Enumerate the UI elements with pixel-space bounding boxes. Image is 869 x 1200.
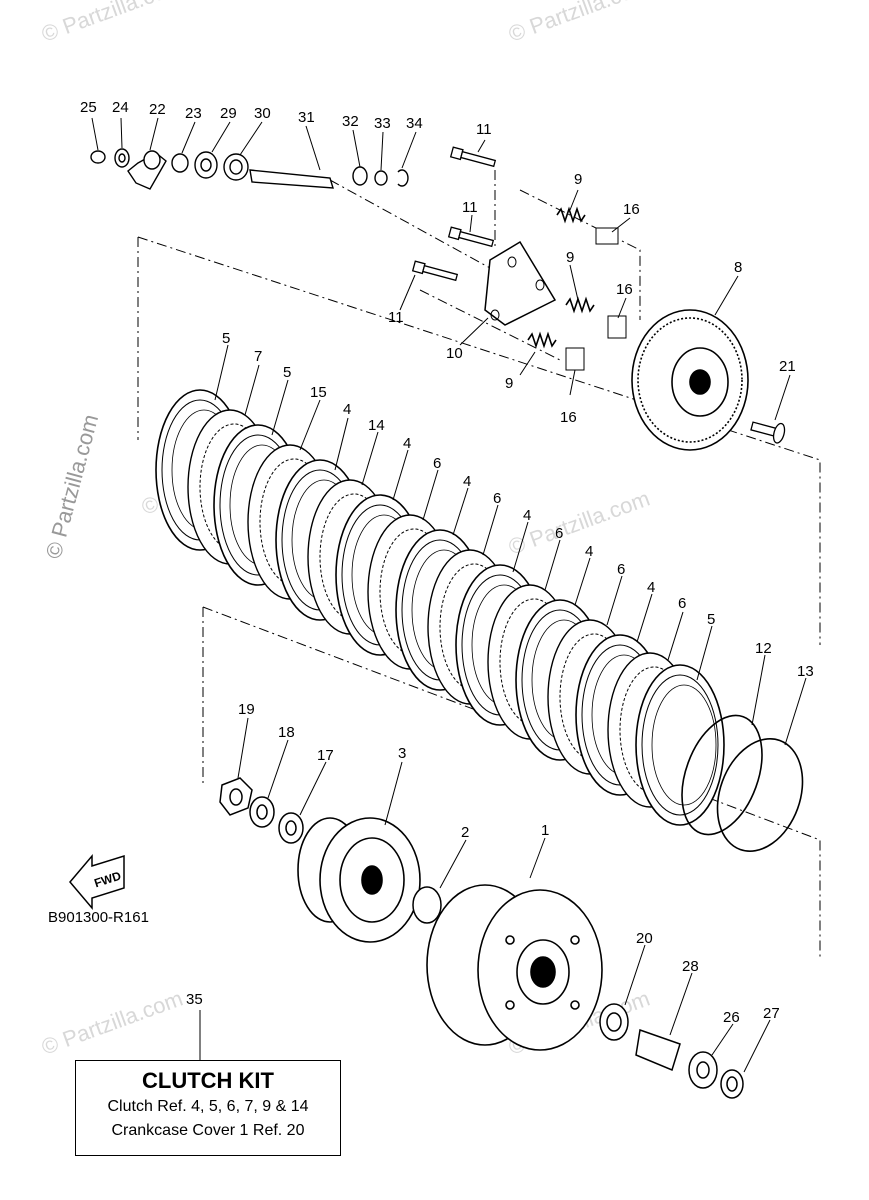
fwd-arrow-icon: FWD <box>69 853 125 911</box>
callout-4: 4 <box>585 543 593 560</box>
pressure-plate-part <box>631 309 749 451</box>
callout-4: 4 <box>463 473 471 490</box>
thrust-washer-part <box>412 886 442 924</box>
watermark: © Partzilla.com <box>41 412 104 562</box>
callout-27: 27 <box>763 1005 780 1022</box>
springs <box>527 208 627 371</box>
callout-11: 11 <box>462 199 478 216</box>
callout-labels: 25 24 22 23 29 30 31 32 33 34 11 11 11 1… <box>80 99 814 1026</box>
callout-26: 26 <box>723 1009 740 1026</box>
callout-11: 11 <box>388 309 404 326</box>
bearing-part <box>171 153 189 173</box>
callout-30: 30 <box>254 105 271 122</box>
callout-16: 16 <box>623 201 640 218</box>
callout-5: 5 <box>707 611 715 628</box>
kit-line-2: Crankcase Cover 1 Ref. 20 <box>111 1122 305 1139</box>
primary-driven-gear-part <box>426 884 603 1051</box>
callout-19: 19 <box>238 701 255 718</box>
callout-4: 4 <box>523 507 531 524</box>
callout-24: 24 <box>112 99 129 116</box>
bolt-part <box>449 146 497 168</box>
callout-3: 3 <box>398 745 406 762</box>
callout-5: 5 <box>283 364 291 381</box>
retainer-plate-part <box>484 240 557 326</box>
callout-18: 18 <box>278 724 295 741</box>
callout-4: 4 <box>403 435 411 452</box>
callout-25: 25 <box>80 99 97 116</box>
callout-6: 6 <box>678 595 686 612</box>
callout-31: 31 <box>298 109 315 126</box>
callout-12: 12 <box>755 640 772 657</box>
callout-9: 9 <box>505 375 513 392</box>
callout-13: 13 <box>797 663 814 680</box>
watermark: © Partzilla.com <box>38 0 186 47</box>
washer-part <box>374 170 388 186</box>
callout-7: 7 <box>254 348 262 365</box>
diagram-code: B901300-R161 <box>48 909 149 926</box>
leader-lines <box>91 117 807 1073</box>
holder-part <box>565 347 585 371</box>
hub-fasteners <box>219 777 304 844</box>
push-rod-shaft-part <box>249 169 334 189</box>
callout-17: 17 <box>317 747 334 764</box>
callout-11: 11 <box>476 121 492 138</box>
callout-20: 20 <box>636 930 653 947</box>
wire-ring-part <box>681 714 763 836</box>
bolts <box>411 146 786 444</box>
callout-28: 28 <box>682 958 699 975</box>
callout-23: 23 <box>185 105 202 122</box>
callout-1: 1 <box>541 822 549 839</box>
watermark: © Partzilla.com <box>505 0 653 47</box>
kit-line-1: Clutch Ref. 4, 5, 6, 7, 9 & 14 <box>107 1098 309 1115</box>
callout-6: 6 <box>617 561 625 578</box>
callout-32: 32 <box>342 113 359 130</box>
circlip-part <box>397 169 409 187</box>
kit-title: CLUTCH KIT <box>142 1068 274 1093</box>
callout-8: 8 <box>734 259 742 276</box>
release-shaft-group <box>90 148 409 190</box>
callout-35: 35 <box>186 991 203 1008</box>
callout-14: 14 <box>368 417 385 434</box>
spring-part <box>565 298 595 312</box>
callout-21: 21 <box>779 358 796 375</box>
callout-2: 2 <box>461 824 469 841</box>
callout-10: 10 <box>446 345 463 362</box>
callout-15: 15 <box>310 384 327 401</box>
callout-5: 5 <box>222 330 230 347</box>
wire-ring-part <box>716 738 804 852</box>
spring-part <box>556 208 586 222</box>
callout-6: 6 <box>433 455 441 472</box>
callout-9: 9 <box>574 171 582 188</box>
bolt-part <box>411 260 459 282</box>
callout-4: 4 <box>343 401 351 418</box>
spacer-part <box>635 1028 681 1072</box>
callout-33: 33 <box>374 115 391 132</box>
callout-34: 34 <box>406 115 423 132</box>
bolt-part <box>447 226 495 248</box>
bolt-part <box>750 421 786 444</box>
callout-6: 6 <box>493 490 501 507</box>
callout-6: 6 <box>555 525 563 542</box>
watermark: © Partzilla.com <box>38 986 186 1060</box>
bearing-spacer-group <box>599 1003 744 1099</box>
clutch-boss-part <box>297 817 421 943</box>
assembly-guides <box>137 170 821 960</box>
circlip-part <box>90 150 106 164</box>
callout-9: 9 <box>566 249 574 266</box>
bearing-part <box>352 166 368 186</box>
callout-4: 4 <box>647 579 655 596</box>
callout-16: 16 <box>560 409 577 426</box>
callout-29: 29 <box>220 105 237 122</box>
spring-part <box>527 333 557 347</box>
clutch-kit-box: CLUTCH KIT Clutch Ref. 4, 5, 6, 7, 9 & 1… <box>75 1060 341 1156</box>
holder-part <box>607 315 627 339</box>
callout-22: 22 <box>149 101 166 118</box>
callout-16: 16 <box>616 281 633 298</box>
